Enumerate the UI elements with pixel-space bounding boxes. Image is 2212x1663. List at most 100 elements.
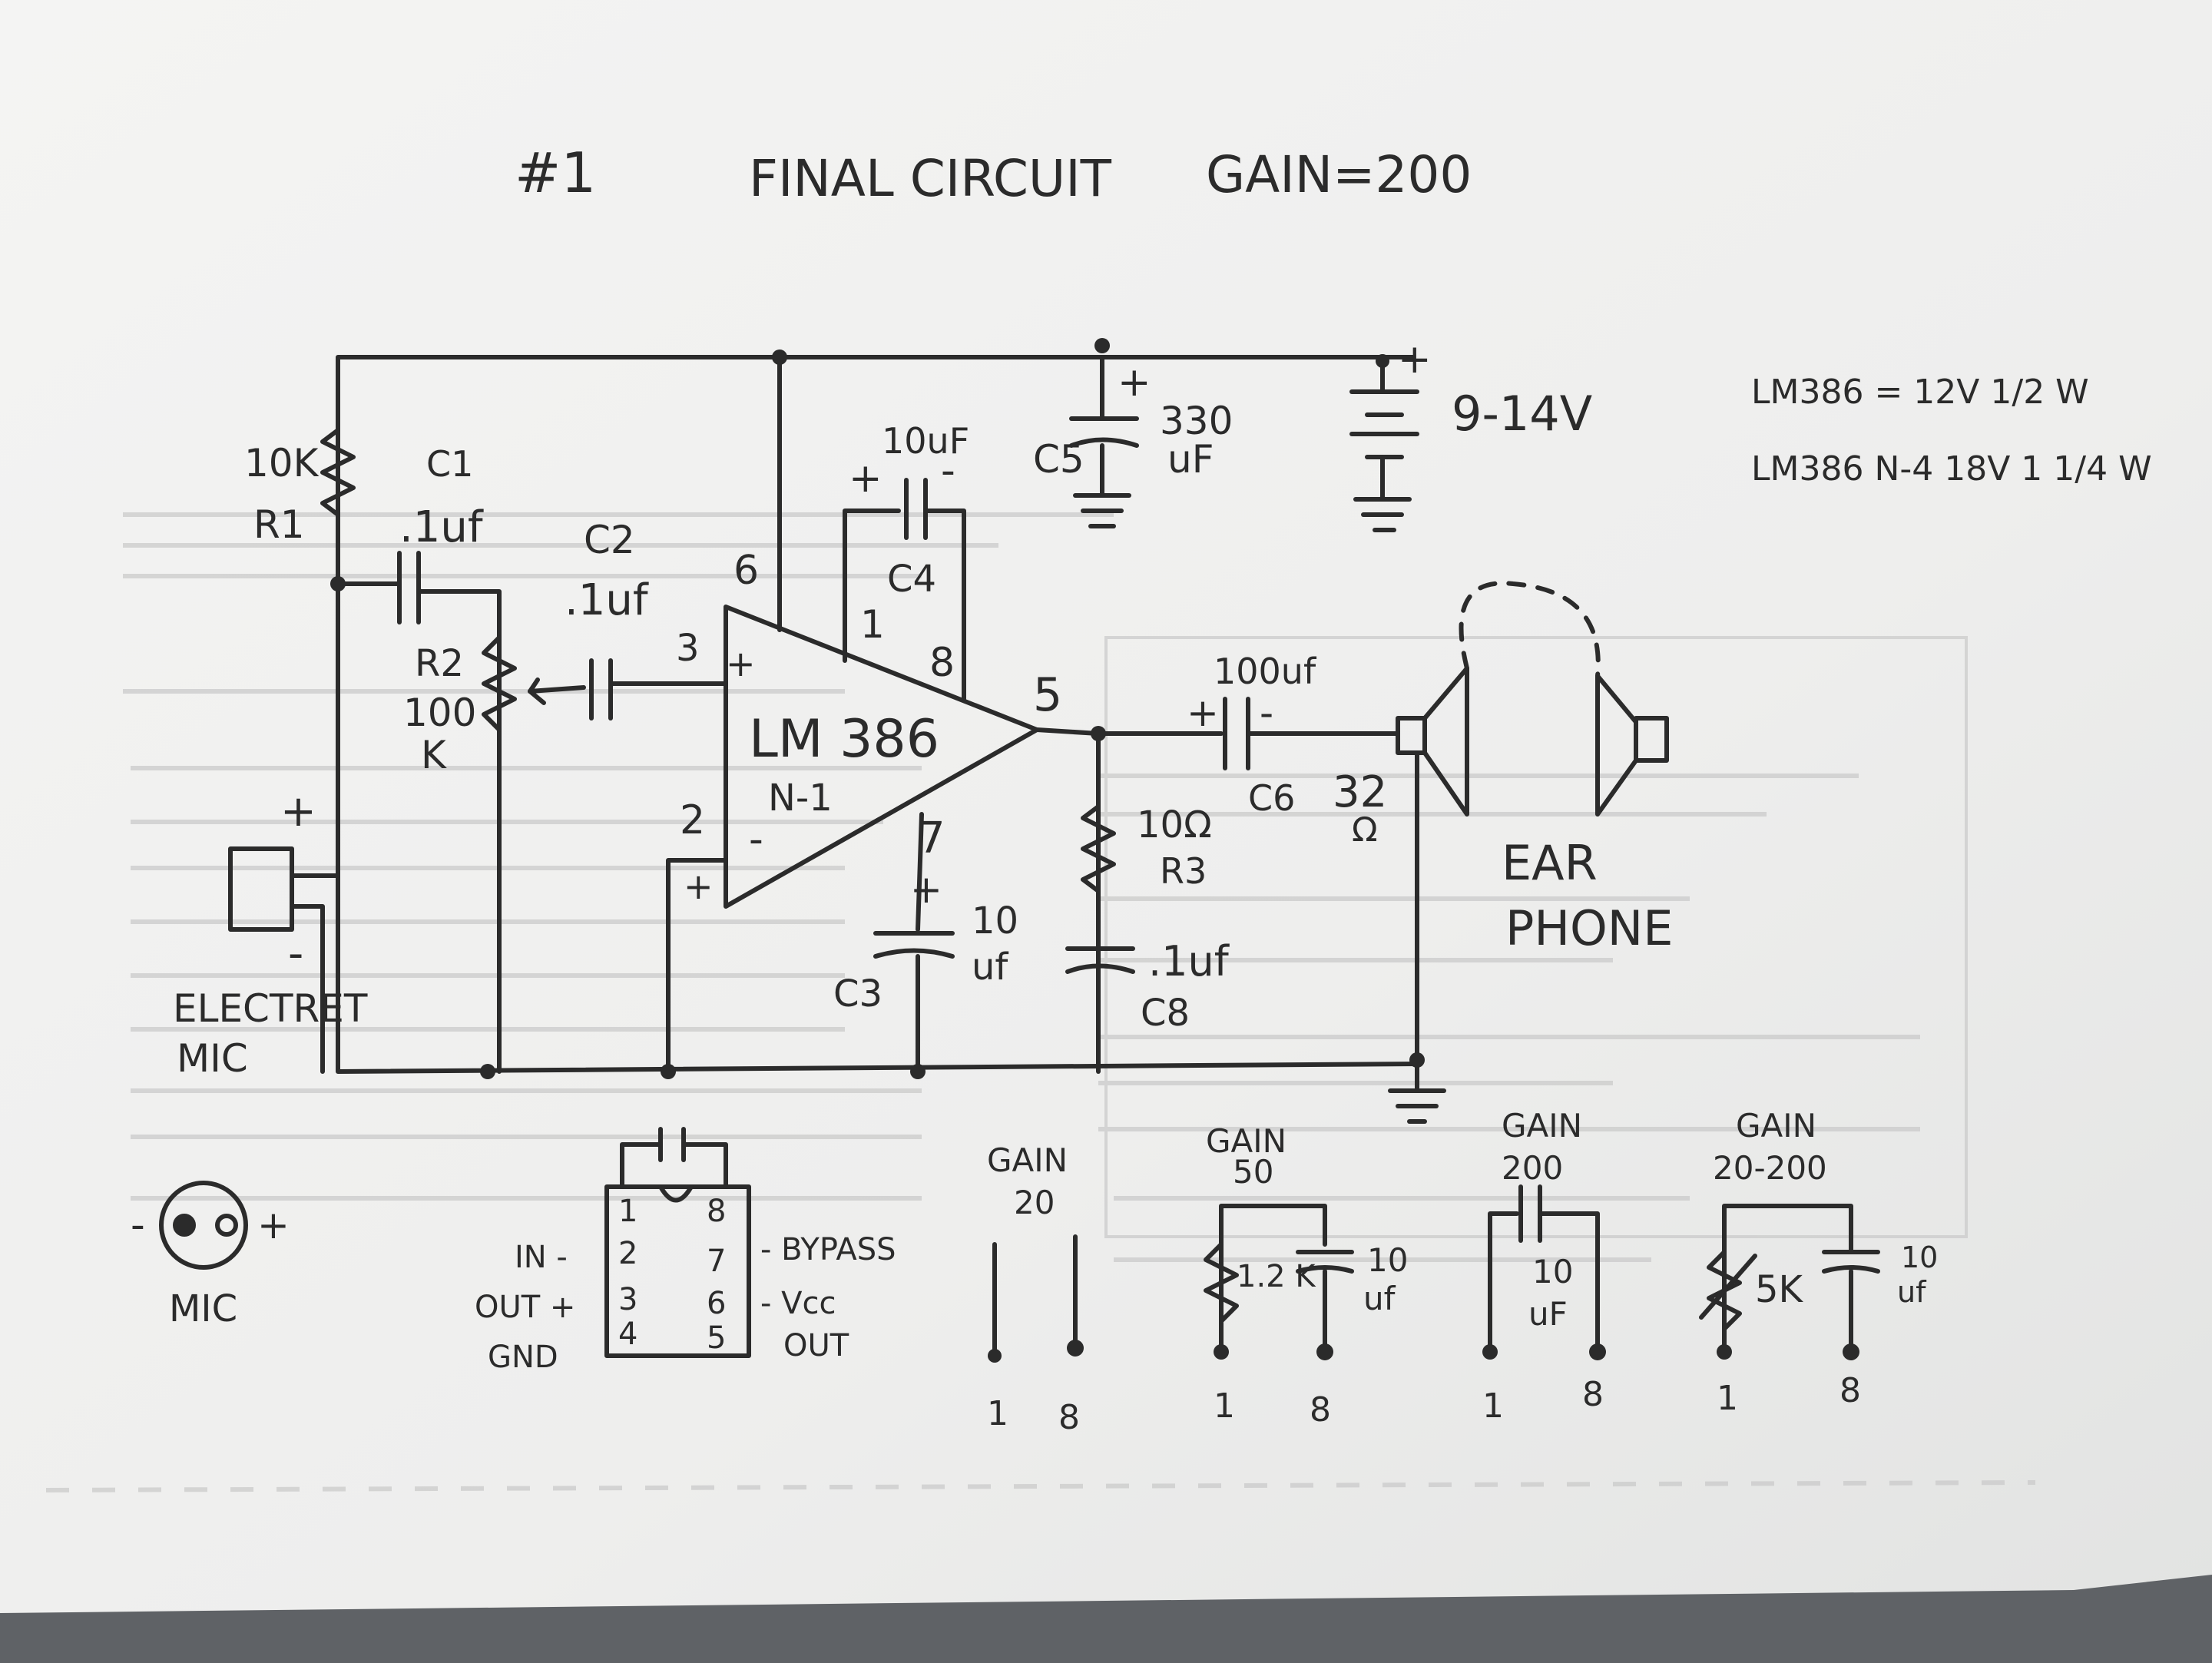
gain20-label-2: 20 (1014, 1184, 1055, 1221)
c5-value-2: uF (1167, 437, 1214, 482)
ic-name: LM 386 (749, 709, 939, 770)
c1-name: C1 (426, 443, 473, 485)
gain50-label-2: 50 (1233, 1153, 1273, 1191)
c4-plus: + (849, 456, 882, 502)
c4-name: C4 (887, 558, 936, 601)
ic-pin-2-label: IN - (515, 1240, 568, 1275)
ic-pin-2: 2 (618, 1236, 637, 1271)
pin-plus: + (726, 643, 756, 684)
r3-resistor (1081, 804, 1116, 893)
ic-pin-7-label: - BYPASS (760, 1232, 896, 1267)
r2-name: R2 (415, 642, 464, 685)
ic-variant: N-1 (768, 777, 833, 820)
c6-value: 100uf (1214, 651, 1317, 692)
mic-pinout-minus: - (131, 1202, 145, 1248)
earphone-coil (1634, 716, 1669, 763)
mic-minus: - (288, 929, 303, 979)
gain20-pin-left: 1 (987, 1394, 1008, 1433)
r3-name: R3 (1160, 850, 1207, 892)
speaker-value-1: 32 (1333, 767, 1387, 817)
r1-resistor (320, 428, 356, 847)
gain200-pin-right: 8 (1582, 1375, 1604, 1414)
bleed-through-text (45, 512, 2036, 1492)
ic-pin-7: 7 (707, 1244, 726, 1279)
earphone-line-1: EAR (1502, 835, 1598, 891)
c8-name: C8 (1141, 992, 1190, 1035)
schematic-wires (159, 355, 1880, 1358)
c5-plus: + (1118, 359, 1151, 406)
c4-minus: - (941, 448, 955, 494)
ic-pin-4-label: GND (488, 1340, 558, 1375)
ic-pin-3: 3 (618, 1282, 637, 1317)
gain200-cap-1: 10 (1532, 1253, 1573, 1290)
c6-name: C6 (1248, 777, 1295, 819)
c6-plus: + (1187, 691, 1219, 735)
gain50-label-1: GAIN (1206, 1122, 1286, 1160)
pin-7: 7 (918, 813, 945, 863)
gain50-resistor (1204, 1242, 1239, 1323)
pin-1: 1 (860, 602, 885, 647)
mic-pinout-circle (159, 1181, 248, 1270)
pin-8: 8 (929, 640, 955, 686)
r1-value: 10K (244, 441, 320, 485)
r2-value-1: 100 (403, 691, 476, 735)
title-text: FINAL CIRCUIT (749, 149, 1112, 208)
gain50-pin-right: 8 (1310, 1390, 1331, 1429)
mic-label-1: ELECTRET (173, 986, 368, 1031)
gain20-pin-right: 8 (1058, 1398, 1080, 1437)
ic-pin-5-label: OUT (783, 1328, 849, 1363)
mic-pinout-plus: + (257, 1203, 290, 1247)
ic-pinout-box (604, 1184, 751, 1358)
c3-value-1: 10 (972, 899, 1018, 942)
ic-pin-3-label: OUT + (475, 1290, 575, 1325)
lm386-amplifier (724, 605, 1039, 909)
speaker-cone (1422, 666, 1469, 817)
c4-value: 10uF (882, 420, 969, 462)
earphone-band (1459, 581, 1601, 678)
ic-pin-5: 5 (707, 1320, 726, 1356)
pin-3: 3 (676, 627, 700, 670)
r3-value: 10Ω (1137, 803, 1212, 846)
r1-name: R1 (253, 502, 305, 547)
r2-potentiometer (482, 635, 517, 732)
note-line-2: LM386 N-4 18V 1 1/4 W (1751, 449, 2152, 489)
schematic-labels: #1 FINAL CIRCUIT GAIN=200 LM386 = 12V 1/… (131, 141, 2152, 1437)
c2-name: C2 (584, 518, 635, 562)
gain200-label-1: GAIN (1502, 1107, 1582, 1145)
speaker-value-2: Ω (1352, 810, 1378, 850)
gain50-component: 1.2 K (1237, 1259, 1316, 1294)
gain20-200-label-2: 20-200 (1713, 1149, 1827, 1187)
gain200-cap-2: uF (1528, 1295, 1568, 1333)
c5-value-1: 330 (1160, 399, 1233, 443)
junction-dots (330, 338, 1859, 1363)
ic-pin-6: 6 (707, 1286, 726, 1321)
mic-plus: + (280, 787, 316, 836)
title-number: #1 (515, 141, 596, 205)
c3-value-2: uf (972, 946, 1008, 989)
gain200-label-2: 200 (1502, 1149, 1563, 1187)
r2-value-2: K (421, 733, 447, 777)
mic-label-2: MIC (177, 1036, 248, 1081)
pin-6: 6 (733, 548, 759, 594)
pin-minus: - (749, 817, 763, 863)
gain50-pin-left: 1 (1214, 1386, 1235, 1426)
pin-plus-2: + (684, 866, 714, 907)
c1-value: .1uf (399, 502, 484, 552)
ic-pin-6-label: - Vcc (760, 1286, 836, 1321)
gain20-200-component: 5K (1755, 1268, 1804, 1311)
gain20-200-label-1: GAIN (1736, 1107, 1816, 1145)
earphone-line-2: PHONE (1505, 900, 1673, 956)
supply-plus: + (1398, 336, 1432, 383)
c8-value: .1uf (1148, 937, 1230, 986)
c3-plus: + (910, 867, 942, 912)
gain20-label-1: GAIN (987, 1141, 1068, 1179)
gain20-200-cap-2: uf (1897, 1275, 1927, 1309)
note-line-1: LM386 = 12V 1/2 W (1751, 373, 2089, 412)
title-gain: GAIN=200 (1206, 145, 1472, 204)
c5-plate-b (1069, 437, 1139, 448)
ic-pinout-top-right: 8 (707, 1194, 726, 1229)
c3-plate-b (873, 948, 955, 959)
gain200-pin-left: 1 (1482, 1386, 1504, 1426)
